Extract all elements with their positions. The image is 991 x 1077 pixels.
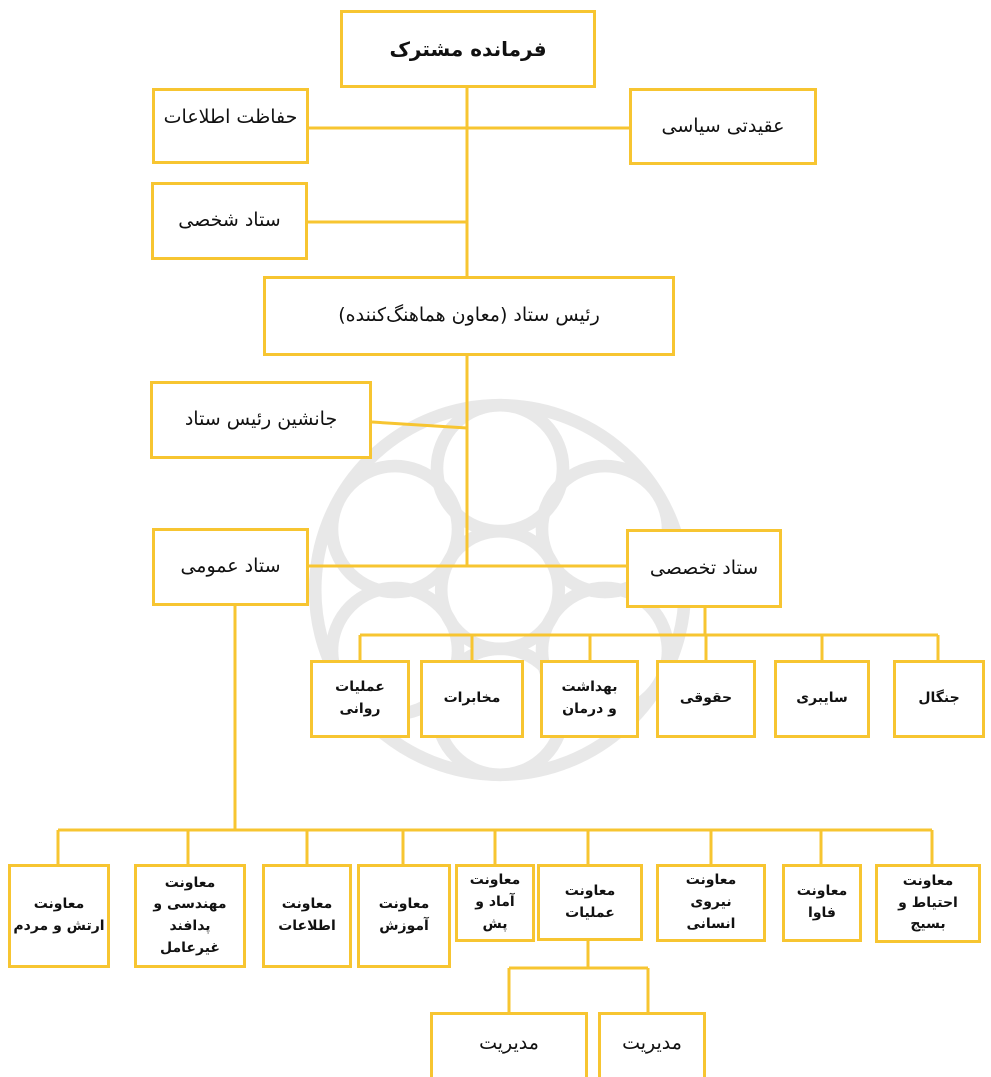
special-unit-box: مخابرات <box>420 660 524 738</box>
deputy-label: معاونت آموزش <box>378 896 430 934</box>
chief-of-staff-label: رئیس ستاد (معاون هماهنگ‌کننده) <box>338 304 600 327</box>
deputy-box: معاونت مهندسی و پدافند غیرعامل <box>134 864 246 968</box>
general-staff-label: ستاد عمومی <box>180 555 281 578</box>
special-unit-box: بهداشت و درمان <box>540 660 639 738</box>
deputy-label: معاونت نیروی انسانی <box>685 872 737 932</box>
deputy-label: معاونت ارتش و مردم <box>13 896 105 934</box>
special-unit-box: حقوقی <box>656 660 756 738</box>
special-unit-label: جنگال <box>918 690 960 707</box>
management-label: مدیریت <box>622 1032 682 1054</box>
personal-staff-box: ستاد شخصی <box>151 182 308 260</box>
deputy-label: معاونت اطلاعات <box>278 896 336 934</box>
special-unit-box: سایبری <box>774 660 870 738</box>
special-unit-label: بهداشت و درمان <box>561 679 618 717</box>
deputy-box: معاونت آماد و پش <box>455 864 535 942</box>
deputy-chief-label: جانشین رئیس ستاد <box>184 408 338 431</box>
special-unit-label: مخابرات <box>443 690 501 707</box>
deputy-box: معاونت آموزش <box>357 864 451 968</box>
special-unit-box: عملیات روانی <box>310 660 410 738</box>
special-unit-box: جنگال <box>893 660 985 738</box>
commander-box: فرمانده مشترک <box>340 10 596 88</box>
deputy-label: معاونت عملیات <box>564 882 616 921</box>
special-staff-label: ستاد تخصصی <box>649 556 759 579</box>
deputy-chief-box: جانشین رئیس ستاد <box>150 381 372 459</box>
deputy-label: معاونت احتیاط و بسیج <box>898 872 958 933</box>
deputy-label: معاونت مهندسی و پدافند غیرعامل <box>153 874 227 956</box>
deputy-box: معاونت نیروی انسانی <box>656 864 766 942</box>
management-box: مدیریت <box>430 1012 588 1077</box>
management-label: مدیریت <box>479 1032 539 1054</box>
special-staff-box: ستاد تخصصی <box>626 529 782 608</box>
deputy-box: معاونت ارتش و مردم <box>8 864 110 968</box>
management-box: مدیریت <box>598 1012 706 1077</box>
personal-staff-label: ستاد شخصی <box>178 209 281 232</box>
deputy-label: معاونت فاوا <box>796 883 848 921</box>
deputy-box-operations: معاونت عملیات <box>537 864 643 941</box>
intel-protection-label: حفاظت اطلاعات <box>163 106 298 128</box>
ideological-political-box: عقیدتی سیاسی <box>629 88 817 165</box>
special-unit-label: عملیات روانی <box>335 679 385 717</box>
deputy-label: معاونت آماد و پش <box>469 872 521 932</box>
special-unit-label: حقوقی <box>679 690 733 707</box>
commander-label: فرمانده مشترک <box>389 36 547 61</box>
deputy-box: معاونت احتیاط و بسیج <box>875 864 981 943</box>
special-unit-label: سایبری <box>796 690 848 707</box>
intel-protection-box: حفاظت اطلاعات <box>152 88 309 164</box>
ideological-political-label: عقیدتی سیاسی <box>661 114 785 137</box>
general-staff-box: ستاد عمومی <box>152 528 309 606</box>
chief-of-staff-box: رئیس ستاد (معاون هماهنگ‌کننده) <box>263 276 675 356</box>
deputy-box: معاونت اطلاعات <box>262 864 352 968</box>
deputy-box: معاونت فاوا <box>782 864 862 942</box>
